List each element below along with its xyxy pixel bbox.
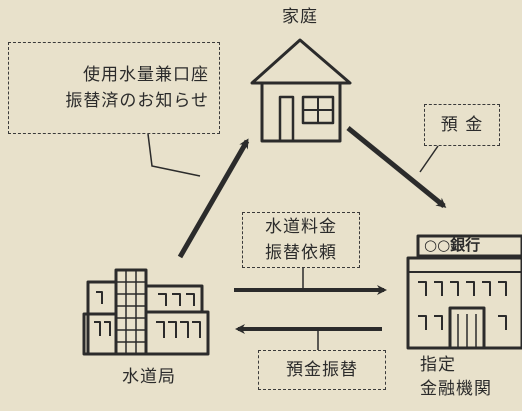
request-note: 水道料金 振替依頼 xyxy=(242,212,360,268)
bank-sign: ○○銀行 xyxy=(424,236,481,254)
home-label: 家庭 xyxy=(282,7,318,27)
notice-note-line1: 使用水量兼口座 xyxy=(83,65,209,85)
house-icon xyxy=(250,38,352,143)
deposit-callout-line xyxy=(419,145,439,173)
waterworks-label: 水道局 xyxy=(122,367,176,387)
deposit-note: 預 金 xyxy=(424,104,500,146)
request-note-line2: 振替依頼 xyxy=(265,243,337,263)
transfer-note-text: 預金振替 xyxy=(286,360,358,380)
bank-label-line2: 金融機関 xyxy=(420,379,492,399)
bank-building-icon xyxy=(406,234,522,350)
waterworks-building-icon xyxy=(82,268,210,356)
request-note-line1: 水道料金 xyxy=(265,217,337,237)
notice-callout-line xyxy=(147,133,201,177)
arrow-home-to-bank xyxy=(346,126,447,208)
transfer-note: 預金振替 xyxy=(258,350,386,390)
deposit-note-text: 預 金 xyxy=(440,115,484,135)
notice-note-line2: 振替済のお知らせ xyxy=(65,91,209,111)
bank-label-line1: 指定 xyxy=(420,355,456,375)
arrow-waterworks-to-home xyxy=(177,138,250,259)
notice-note: 使用水量兼口座 振替済のお知らせ xyxy=(8,42,220,134)
